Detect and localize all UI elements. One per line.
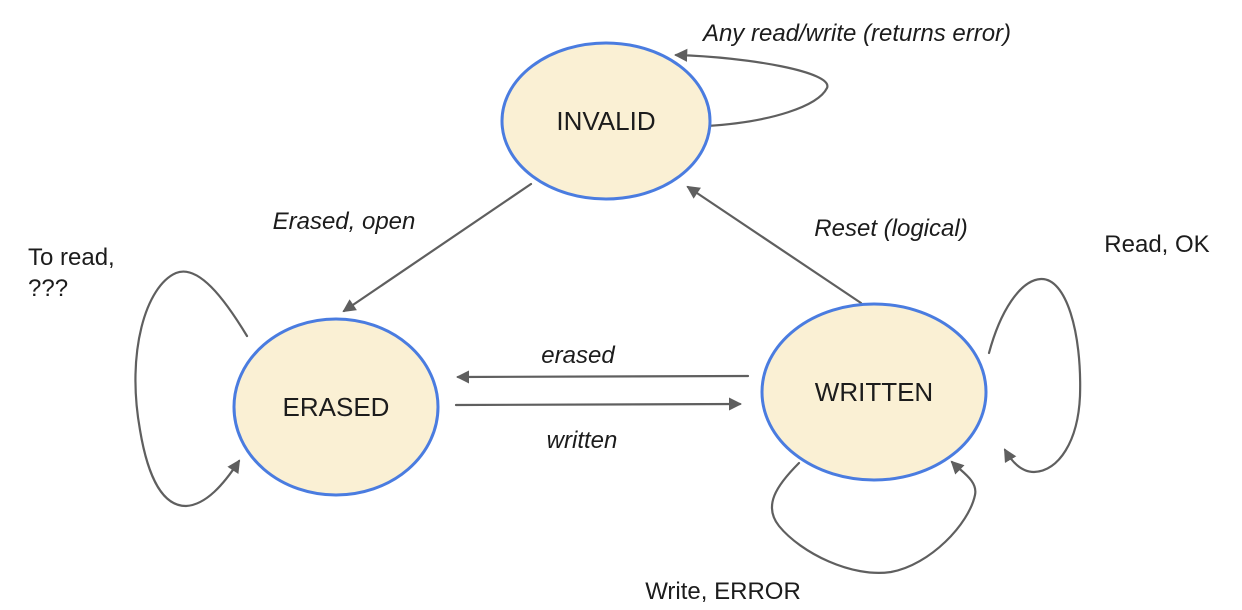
transition-erased-self-label-line2: ??? [28, 275, 68, 302]
transition-written-self-read-arrow [987, 277, 1082, 474]
transition-written-to-invalid-label: Reset (logical) [814, 215, 967, 242]
transition-written-to-invalid-arrow [686, 185, 863, 305]
state-invalid-label: INVALID [556, 106, 655, 136]
transition-erased-self-label-line1: To read, [28, 244, 115, 271]
transition-invalid-self-arrow [674, 48, 829, 128]
transition-invalid-to-erased-label: Erased, open [273, 208, 416, 235]
transition-invalid-to-erased-arrow [342, 182, 533, 313]
state-invalid-ellipse [500, 41, 712, 201]
transition-erased-self-arrow [134, 270, 249, 508]
state-erased-ellipse [232, 317, 440, 497]
transition-written-self-read-label: Read, OK [1104, 231, 1209, 258]
transition-erased-to-written-arrow [454, 397, 742, 411]
transition-written-to-erased-label: erased [541, 342, 615, 369]
transition-written-to-erased-arrow [456, 370, 750, 384]
state-written-label: WRITTEN [815, 377, 933, 407]
transition-erased-to-written-label: written [547, 427, 618, 454]
state-written-ellipse [760, 302, 988, 482]
state-erased-label: ERASED [283, 392, 390, 422]
transition-written-self-write-arrow [770, 460, 977, 574]
transition-written-self-write-label: Write, ERROR [645, 578, 801, 605]
transition-invalid-self-label: Any read/write (returns error) [701, 20, 1011, 47]
